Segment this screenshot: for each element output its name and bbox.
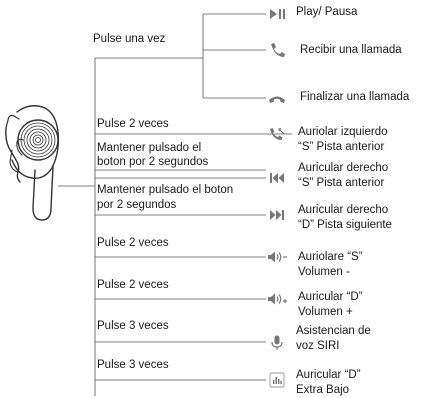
next-track-icon (270, 210, 284, 220)
microphone-icon (271, 335, 283, 350)
volume-down-icon (268, 251, 287, 263)
action-left-prev-line1: Auriolar izquierdo (298, 126, 388, 138)
gesture-press-once: Pulse una vez (93, 33, 166, 45)
phone-transfer-icon (270, 127, 285, 140)
gesture-press-thrice-siri: Pulse 3 veces (97, 320, 169, 332)
action-play-pause: Play/ Pausa (296, 6, 358, 18)
phone-hangup-icon (269, 96, 285, 103)
equalizer-icon (269, 372, 285, 388)
action-vol-up-line2: Volumen + (298, 306, 353, 318)
action-bass-line2: Extra Bajo (296, 384, 350, 396)
action-siri-line1: Asistencian de (296, 325, 371, 337)
play-pause-icon (270, 9, 285, 19)
gesture-press-thrice-bass: Pulse 3 veces (97, 359, 169, 371)
gesture-hold-right-prev-line1: Mantener pulsado el (97, 142, 202, 154)
action-siri-line2: voz SIRI (296, 340, 340, 352)
action-vol-down-line1: Auriolare “S” (298, 251, 363, 263)
action-right-next-line2: “D” Pista siguiente (298, 219, 392, 231)
action-vol-down-line2: Volumen - (298, 266, 350, 278)
action-bass-line1: Auricular “D” (296, 369, 361, 381)
phone-answer-icon (271, 43, 285, 57)
action-right-prev-line1: Auricular derecho (298, 162, 389, 174)
gesture-hold-right-next-line1: Mantener pulsado el boton (97, 184, 234, 196)
action-left-prev-line2: “S” Pista anterior (298, 141, 385, 153)
earbud-illustration (5, 105, 60, 221)
volume-up-icon (268, 293, 287, 305)
action-right-prev-line2: “S” Pista anterior (298, 177, 385, 189)
action-vol-up-line1: Auricular “D” (298, 291, 363, 303)
action-answer-call: Recibir una llamada (300, 44, 402, 56)
gesture-press-twice-left-prev: Pulse 2 veces (97, 118, 169, 130)
gesture-press-twice-vol-up: Pulse 2 veces (97, 279, 169, 291)
previous-track-icon (270, 173, 284, 183)
action-right-next-line1: Auricular derecho (298, 204, 389, 216)
gesture-press-twice-vol-down: Pulse 2 veces (97, 237, 169, 249)
gesture-hold-right-prev-line2: boton por 2 segundos (97, 156, 209, 168)
action-end-call: Finalizar una llamada (300, 91, 410, 103)
gesture-hold-right-next-line2: por 2 segundos (97, 199, 177, 211)
